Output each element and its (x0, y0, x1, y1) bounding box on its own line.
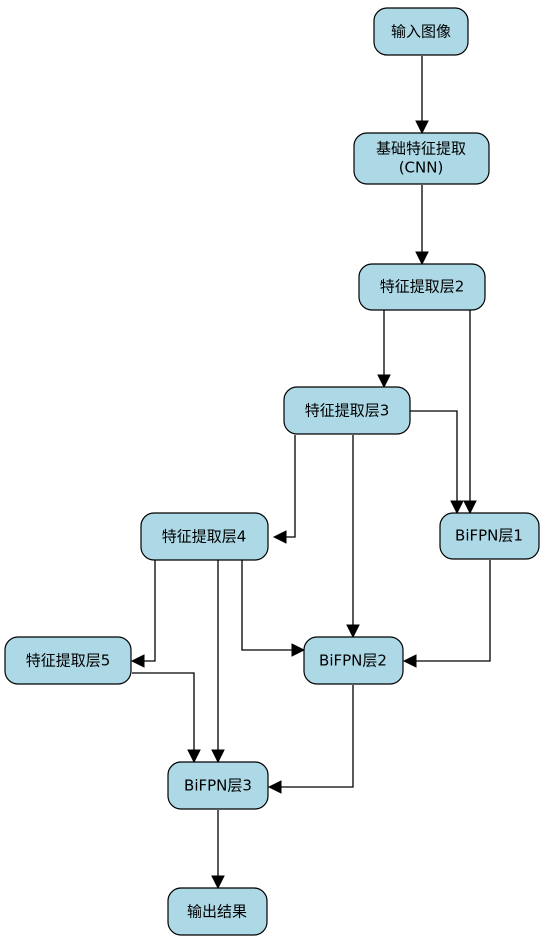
node-feature-layer-5: 特征提取层5 (4, 636, 132, 685)
node-base-feature-extraction-label: 基础特征提取 (376, 140, 466, 158)
node-bifpn-layer-1: BiFPN层1 (439, 512, 540, 560)
edge-f2-to-f3 (377, 310, 391, 389)
edge-b1-to-b2 (402, 560, 491, 668)
edge-f4-to-b2 (241, 560, 306, 657)
node-input-image-label: 输入图像 (391, 23, 451, 41)
node-bifpn-layer-2: BiFPN层2 (303, 636, 404, 685)
node-feature-layer-4-label: 特征提取层4 (162, 528, 247, 546)
edge-f3-to-f4 (272, 435, 296, 544)
node-feature-layer-2-label: 特征提取层2 (380, 278, 465, 296)
edge-b2-to-b3 (267, 685, 354, 794)
node-bifpn-layer-2-label: BiFPN层2 (319, 652, 387, 670)
node-base-feature-extraction-sublabel: (CNN) (399, 159, 444, 177)
edge-f4-to-f5 (130, 560, 156, 668)
node-feature-layer-2: 特征提取层2 (358, 263, 486, 311)
edge-f5-to-b3 (132, 672, 201, 764)
edge-input-to-cnn (415, 56, 429, 135)
node-input-image: 输入图像 (373, 7, 469, 56)
edge-f3-to-b2 (346, 435, 360, 639)
edge-cnn-to-f2 (415, 185, 429, 266)
node-bifpn-layer-1-label: BiFPN层1 (455, 527, 523, 545)
node-feature-layer-3: 特征提取层3 (283, 386, 411, 435)
node-bifpn-layer-3: BiFPN层3 (167, 761, 269, 810)
node-base-feature-extraction: 基础特征提取 (CNN) (353, 132, 490, 185)
edge-f4-to-b3 (211, 560, 225, 764)
node-output-result: 输出结果 (167, 887, 268, 936)
edge-b3-to-out (211, 810, 225, 890)
node-feature-layer-3-label: 特征提取层3 (305, 402, 390, 420)
edge-f2-to-b1 (463, 310, 477, 515)
edge-f3-to-b1 (410, 410, 464, 515)
node-bifpn-layer-3-label: BiFPN层3 (184, 777, 252, 795)
node-output-result-label: 输出结果 (187, 903, 247, 921)
node-feature-layer-5-label: 特征提取层5 (26, 652, 111, 670)
node-feature-layer-4: 特征提取层4 (140, 512, 269, 561)
